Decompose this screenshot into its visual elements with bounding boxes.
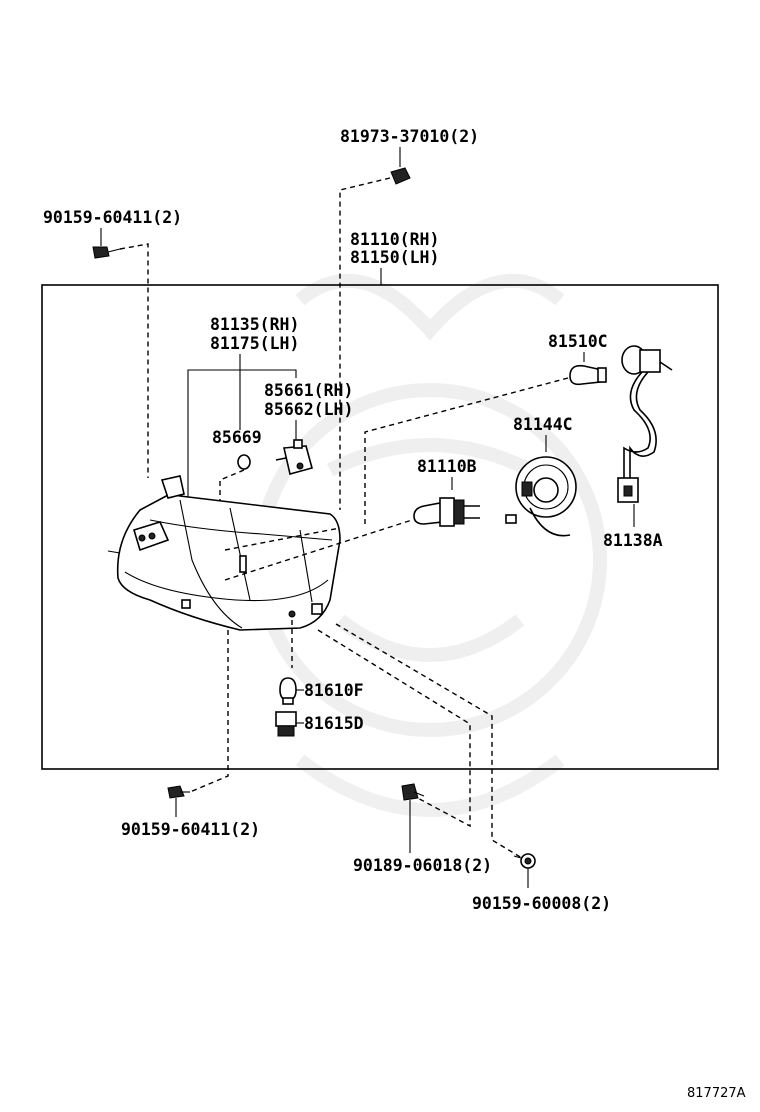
label-81138a[interactable]: 81138A xyxy=(603,531,663,550)
label-81510c[interactable]: 81510C xyxy=(548,332,608,351)
bulb-81510c-icon xyxy=(569,364,607,386)
screw-90159-60008-icon xyxy=(513,853,536,869)
screw-90159-bottom-icon xyxy=(167,785,190,799)
label-81135-rh[interactable]: 81135(RH) xyxy=(210,315,299,334)
label-81150-lh[interactable]: 81150(LH) xyxy=(350,248,439,267)
o-ring-85669-icon xyxy=(237,454,251,470)
label-90159-top[interactable]: 90159-60411(2) xyxy=(43,208,182,227)
socket-wire-81138a-icon xyxy=(617,345,673,503)
rear-cover-81144c-icon xyxy=(505,456,577,537)
label-81144c[interactable]: 81144C xyxy=(513,415,573,434)
label-90159-60008[interactable]: 90159-60008(2) xyxy=(472,894,611,913)
label-90189[interactable]: 90189-06018(2) xyxy=(353,856,492,875)
label-81110b[interactable]: 81110B xyxy=(417,457,477,476)
screw-90159-top-icon xyxy=(92,246,121,259)
label-85669[interactable]: 85669 xyxy=(212,428,262,447)
headlamp-housing-icon xyxy=(107,475,341,631)
label-81973[interactable]: 81973-37010(2) xyxy=(340,127,479,146)
headlamp-bulb-81110b-icon xyxy=(413,497,480,527)
label-81610f[interactable]: 81610F xyxy=(304,681,364,700)
diagram-id: 817727A xyxy=(687,1086,746,1101)
clip-90189-icon xyxy=(401,783,425,801)
label-90159-bottom[interactable]: 90159-60411(2) xyxy=(121,820,260,839)
label-81175-lh[interactable]: 81175(LH) xyxy=(210,334,299,353)
leveling-actuator-icon xyxy=(275,439,313,475)
clip-81973-icon xyxy=(390,167,411,185)
bulb-81610f-icon xyxy=(279,677,297,705)
label-85662-lh[interactable]: 85662(LH) xyxy=(264,400,353,419)
label-85661-rh[interactable]: 85661(RH) xyxy=(264,381,353,400)
label-81615d[interactable]: 81615D xyxy=(304,714,364,733)
watermark-emblem xyxy=(253,273,607,817)
label-81110-rh[interactable]: 81110(RH) xyxy=(350,230,439,249)
socket-81615d-icon xyxy=(275,711,297,737)
assembly-frame xyxy=(41,284,719,770)
